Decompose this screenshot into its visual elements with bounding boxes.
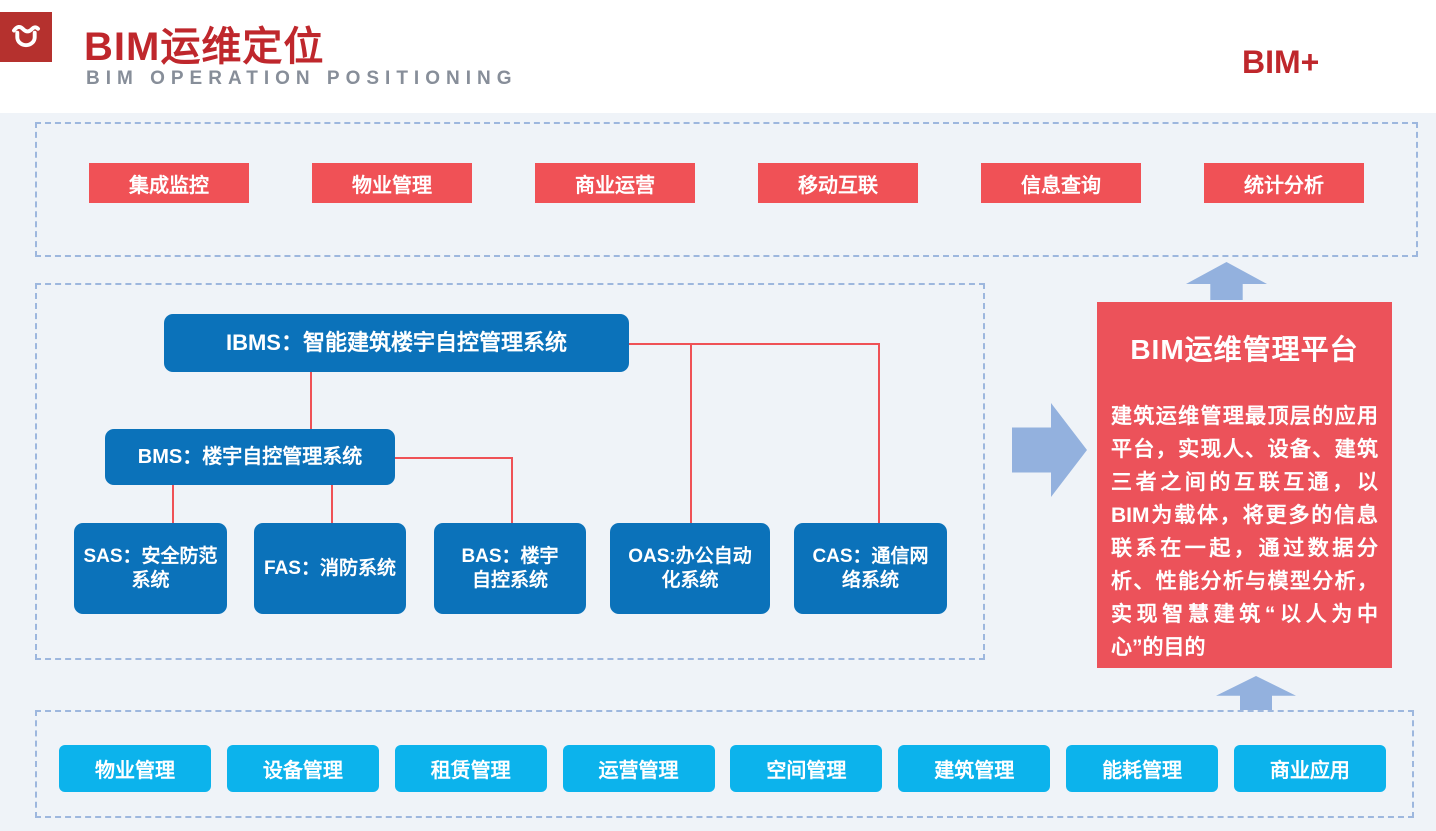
top-applications-section: 集成监控 物业管理 商业运营 移动互联 信息查询 统计分析 (35, 122, 1418, 257)
app-space-management: 空间管理 (730, 745, 883, 792)
connector-ibms-cas (878, 343, 880, 523)
page-subtitle: BIM OPERATION POSITIONING (86, 68, 518, 89)
connector-ibms-branch (629, 343, 878, 345)
app-property-management: 物业管理 (59, 745, 211, 792)
platform-title: BIM运维管理平台 (1130, 334, 1359, 365)
systems-hierarchy-section: IBMS：智能建筑楼宇自控管理系统 BMS：楼宇自控管理系统 SAS：安全防范系… (35, 283, 985, 660)
app-building-management: 建筑管理 (898, 745, 1051, 792)
app-equipment-management: 设备管理 (226, 745, 379, 792)
node-ibms: IBMS：智能建筑楼宇自控管理系统 (164, 314, 629, 372)
connector-ibms-oas (690, 343, 692, 523)
bim-plus-label: BIM+ (1242, 44, 1320, 80)
chip-commercial-operation: 商业运营 (535, 163, 695, 203)
page-title: BIM运维定位 (84, 25, 325, 69)
node-bas: BAS：楼宇自控系统 (434, 523, 586, 614)
app-energy-management: 能耗管理 (1066, 745, 1219, 792)
node-cas: CAS：通信网络系统 (794, 523, 947, 614)
platform-description: 建筑运维管理最顶层的应用平台，实现人、设备、建筑三者之间的互联互通，以BIM为载… (1111, 405, 1378, 659)
chip-information-query: 信息查询 (981, 163, 1141, 203)
app-lease-management: 租赁管理 (394, 745, 547, 792)
bim-platform-panel: BIM运维管理平台 建筑运维管理最顶层的应用平台，实现人、设备、建筑三者之间的互… (1097, 302, 1392, 668)
connector-bms-fas (331, 485, 333, 523)
chip-property-management: 物业管理 (312, 163, 472, 203)
app-operation-management: 运营管理 (562, 745, 715, 792)
connector-bms-sas (172, 485, 174, 523)
connector-bms-bas (511, 457, 513, 523)
logo-swirl-icon (8, 17, 44, 58)
logo (0, 12, 52, 62)
chip-statistical-analysis: 统计分析 (1204, 163, 1364, 203)
node-sas: SAS：安全防范系统 (74, 523, 227, 614)
connector-bms-branch (395, 457, 511, 459)
node-bms: BMS：楼宇自控管理系统 (105, 429, 395, 485)
chip-mobile-interconnection: 移动互联 (758, 163, 918, 203)
connector-ibms-bms (310, 372, 312, 429)
node-fas: FAS：消防系统 (254, 523, 406, 614)
bottom-applications-section: 物业管理 设备管理 租赁管理 运营管理 空间管理 建筑管理 能耗管理 商业应用 (35, 710, 1414, 818)
app-commercial-application: 商业应用 (1233, 745, 1386, 792)
node-oas: OAS:办公自动化系统 (610, 523, 770, 614)
chip-integrated-monitoring: 集成监控 (89, 163, 249, 203)
